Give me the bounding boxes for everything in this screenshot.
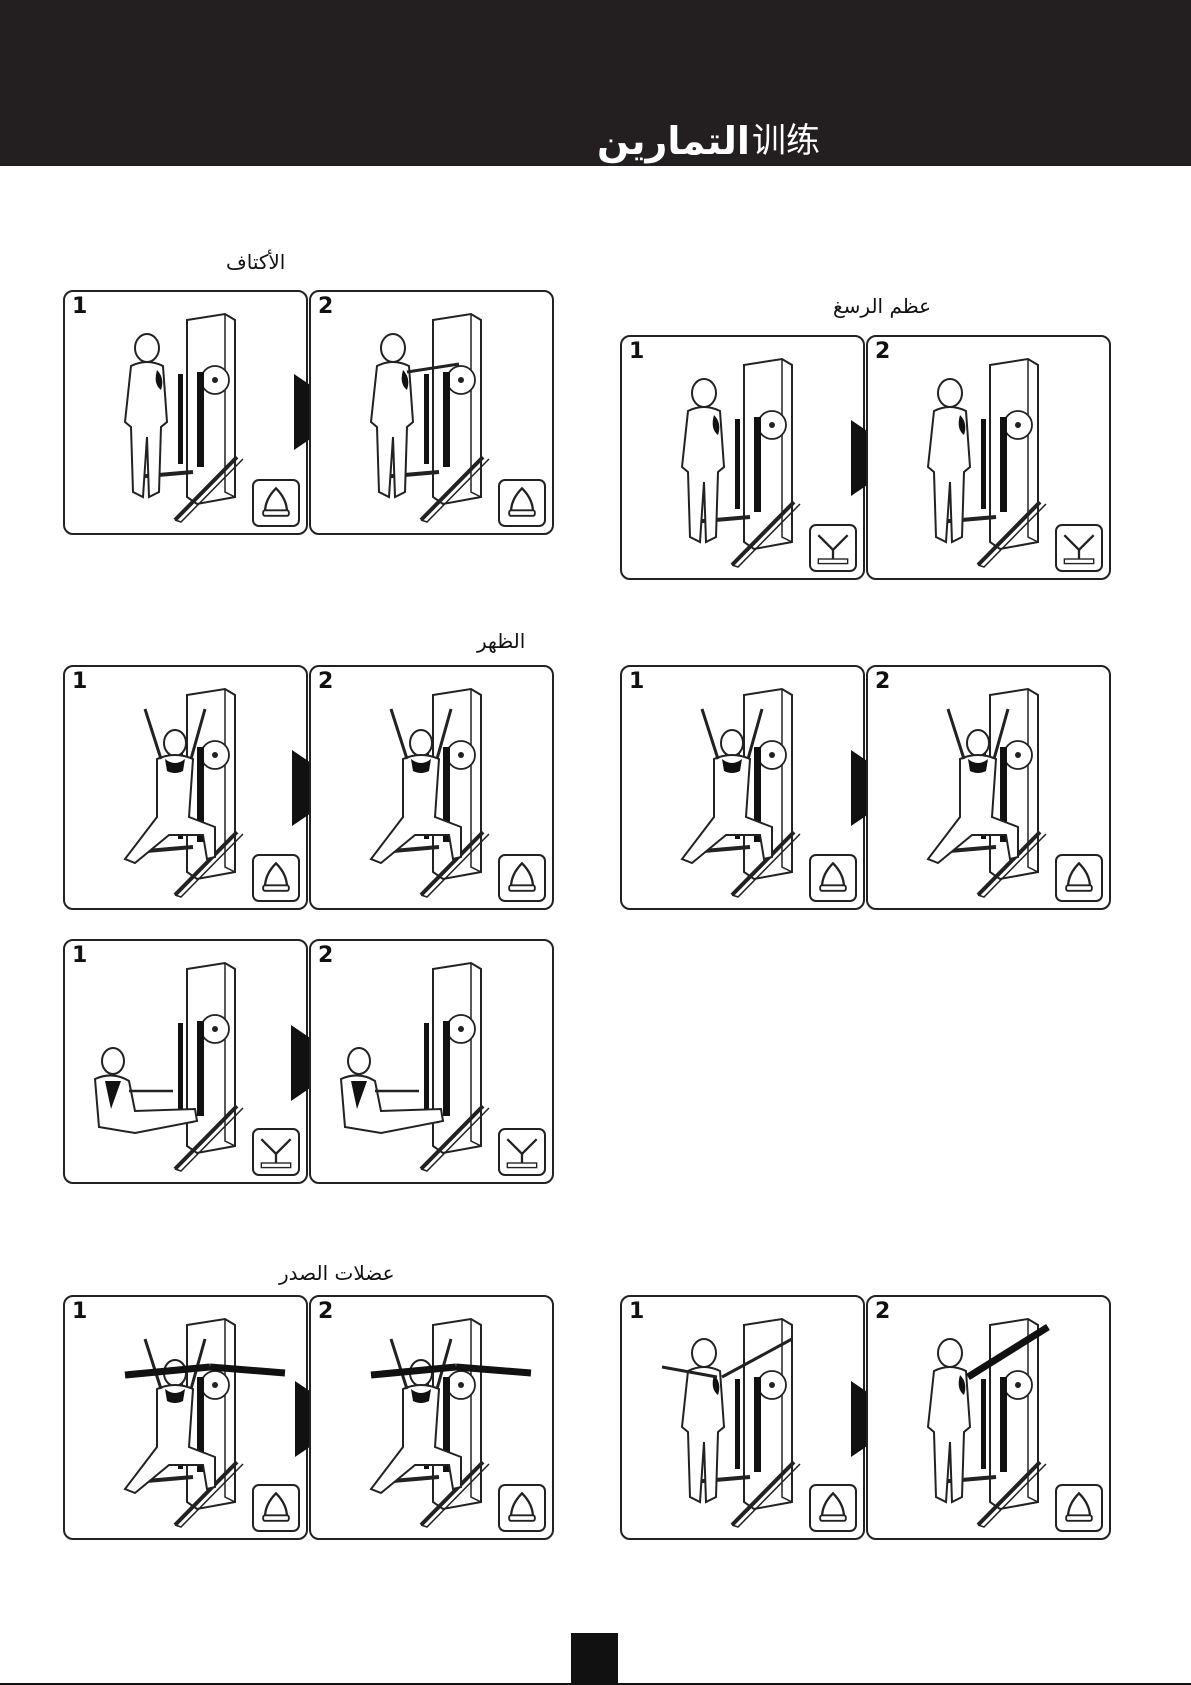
- exercise-panel-shoulders-step-1: 1: [63, 290, 308, 535]
- handle-attachment-icon: [809, 854, 857, 902]
- exercise-panel-back-step-2: 2: [309, 665, 554, 910]
- handle-attachment-icon: [498, 1484, 546, 1532]
- header-title-chinese: 训练: [752, 118, 820, 164]
- section-label-chest: عضلات الصدر: [279, 1261, 395, 1285]
- page-header: التمارين 训练: [0, 0, 1191, 166]
- section-label-back: الظهر: [477, 629, 525, 653]
- handle-attachment-icon: [809, 1484, 857, 1532]
- header-title-arabic: التمارين: [597, 118, 750, 164]
- rope-attachment-icon: [498, 1128, 546, 1176]
- exercise-panel-wrist-step-2: 2: [866, 335, 1111, 580]
- rope-attachment-icon: [809, 524, 857, 572]
- exercise-panel-back-step-1: 1: [63, 665, 308, 910]
- handle-attachment-icon: [252, 479, 300, 527]
- exercise-panel-chest-alt-step-2: 2: [866, 1295, 1111, 1540]
- section-label-shoulders: الأكتاف: [226, 250, 285, 274]
- page-number-block: [571, 1633, 618, 1685]
- handle-attachment-icon: [498, 854, 546, 902]
- handle-attachment-icon: [1055, 1484, 1103, 1532]
- exercise-panel-chest-step-2: 2: [309, 1295, 554, 1540]
- rope-attachment-icon: [252, 1128, 300, 1176]
- handle-attachment-icon: [1055, 854, 1103, 902]
- handle-attachment-icon: [252, 854, 300, 902]
- exercise-panel-chest-step-1: 1: [63, 1295, 308, 1540]
- handle-attachment-icon: [252, 1484, 300, 1532]
- exercise-panel-back-alt-step-1: 1: [620, 665, 865, 910]
- rope-attachment-icon: [1055, 524, 1103, 572]
- exercise-panel-shoulders-step-2: 2: [309, 290, 554, 535]
- exercise-panel-chest-alt-step-1: 1: [620, 1295, 865, 1540]
- section-label-wrist: عظم الرسغ: [833, 294, 931, 318]
- exercise-panel-wrist-step-1: 1: [620, 335, 865, 580]
- exercise-panel-back-alt-step-2: 2: [866, 665, 1111, 910]
- exercise-panel-row-step-2: 2: [309, 939, 554, 1184]
- handle-attachment-icon: [498, 479, 546, 527]
- exercise-panel-row-step-1: 1: [63, 939, 308, 1184]
